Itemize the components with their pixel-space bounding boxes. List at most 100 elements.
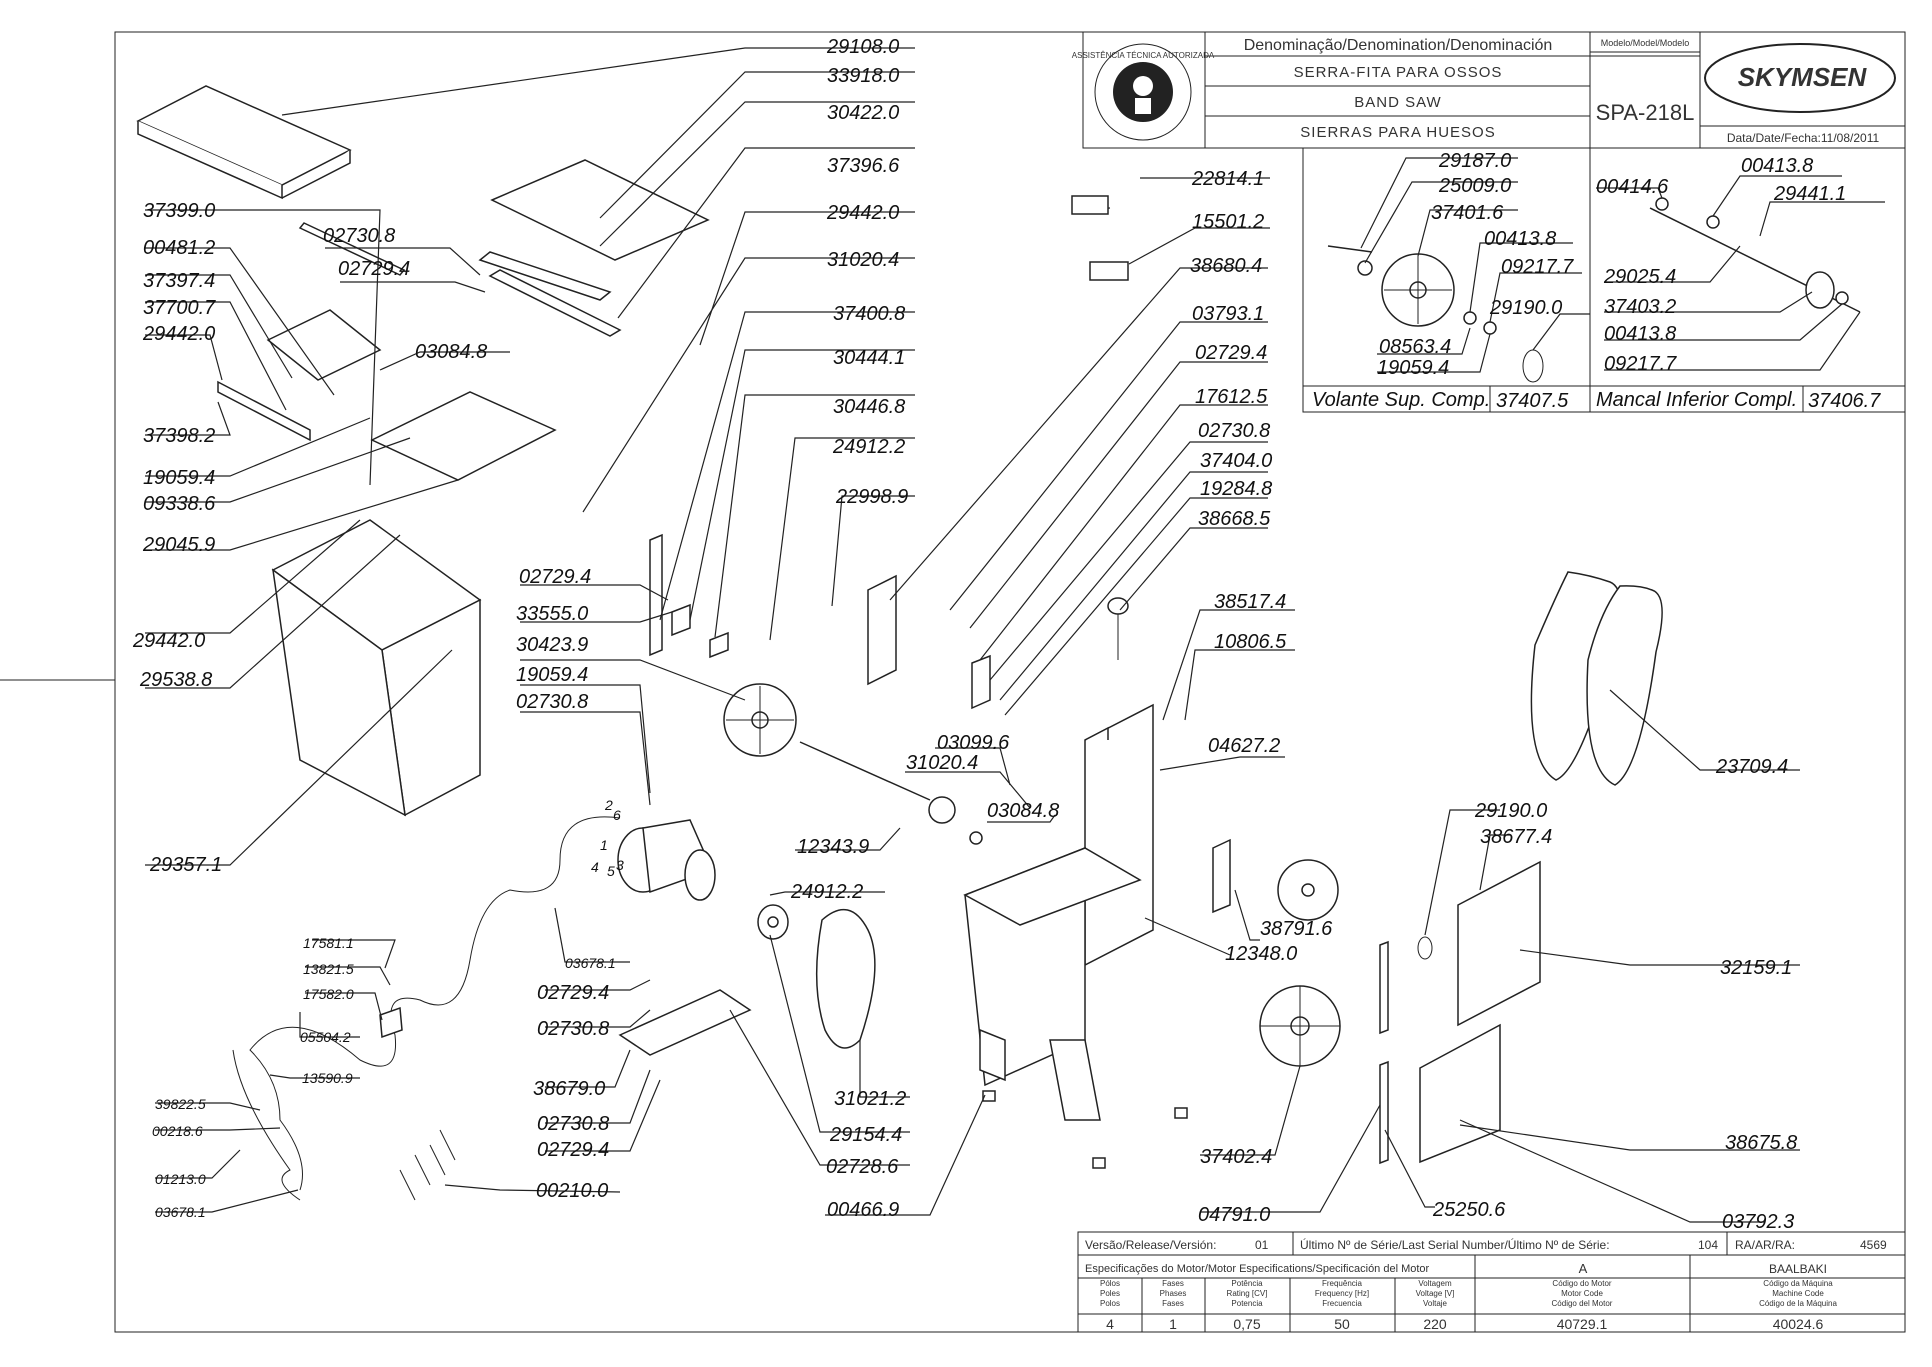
spec-header-1-h1: Fases [1162, 1279, 1184, 1288]
label-03792: 03792.3 [1722, 1211, 1794, 1233]
label-04627: 04627.2 [1208, 735, 1280, 757]
lower-29441: 29441.1 [1773, 183, 1846, 205]
label-33918: 33918.0 [827, 65, 899, 87]
version-label: Versão/Release/Versión: [1085, 1238, 1216, 1252]
upper-19059: 19059.4 [1377, 357, 1449, 379]
label-30444: 30444.1 [833, 347, 905, 369]
spec-header-5-h2: Motor Code [1561, 1289, 1603, 1298]
motor-spec-columns: PólosPolesPolos4FasesPhasesFases1Potênci… [1100, 1279, 1837, 1332]
label-05504: 05504.2 [300, 1029, 351, 1045]
label-02728: 02728.6 [826, 1156, 899, 1178]
name-en: BAND SAW [1354, 94, 1441, 111]
upper-09217: 09217.7 [1501, 256, 1574, 278]
label-38675: 38675.8 [1725, 1132, 1797, 1154]
ra-label: RA/AR/RA: [1735, 1238, 1795, 1252]
spec-header-6-h2: Machine Code [1772, 1289, 1824, 1298]
name-pt: SERRA-FITA PARA OSSOS [1294, 64, 1503, 81]
label-38668: 38668.5 [1198, 508, 1271, 530]
label-02729-d: 02729.4 [537, 982, 609, 1004]
label-02730-d: 02730.8 [537, 1018, 609, 1040]
label-02729-e: 02729.4 [537, 1139, 609, 1161]
label-33555: 33555.0 [516, 603, 588, 625]
spec-header-2-h3: Potencia [1231, 1299, 1263, 1308]
denomination-label: Denominação/Denomination/Denominación [1244, 37, 1553, 54]
ra-value: 4569 [1860, 1238, 1887, 1252]
wire-number-1: 1 [600, 837, 608, 853]
label-29108: 29108.0 [826, 36, 899, 58]
label-17612: 17612.5 [1195, 386, 1268, 408]
leader-lines [145, 47, 1800, 1223]
label-03084-a: 03084.8 [415, 341, 487, 363]
spec-header-4-h2: Voltage [V] [1416, 1289, 1455, 1298]
label-22998: 22998.9 [835, 486, 908, 508]
label-38791: 38791.6 [1260, 918, 1333, 940]
motor-letter: A [1579, 1261, 1588, 1276]
lower-00413-top: 00413.8 [1741, 155, 1813, 177]
spec-value-4: 220 [1423, 1316, 1447, 1332]
label-01213: 01213.0 [155, 1171, 206, 1187]
upper-00413: 00413.8 [1484, 228, 1556, 250]
label-38517: 38517.4 [1214, 591, 1286, 613]
label-37700: 37700.7 [143, 297, 216, 319]
label-25250: 25250.6 [1432, 1199, 1506, 1221]
drawing-date: Data/Date/Fecha:11/08/2011 [1727, 131, 1880, 145]
wire-number-4: 4 [591, 859, 599, 875]
part-number-labels: 29108.0 33918.0 30422.0 37396.6 29442.0 … [132, 36, 1797, 1233]
label-37398: 37398.2 [143, 425, 215, 447]
inset-upper-wheel: Volante Sup. Comp. 37407.5 29187.0 25009… [1302, 147, 1591, 413]
drawing-border [114, 31, 1906, 1333]
label-29190: 29190.0 [1474, 800, 1547, 822]
serial-value: 104 [1698, 1238, 1718, 1252]
label-02730-e: 02730.8 [537, 1113, 609, 1135]
label-24912-b: 24912.2 [790, 881, 863, 903]
label-12348: 12348.0 [1225, 943, 1297, 965]
spec-header-1-h3: Fases [1162, 1299, 1184, 1308]
label-32159: 32159.1 [1720, 957, 1792, 979]
brand-logo: SKYMSEN [1704, 43, 1896, 113]
motor-spec-label: Especificações do Motor/Motor Especifica… [1085, 1263, 1430, 1275]
wire-number-5: 5 [607, 863, 615, 879]
spec-header-1-h2: Phases [1160, 1289, 1187, 1298]
label-39822: 39822.5 [155, 1096, 206, 1112]
seal-text: ASSISTÊNCIA TÉCNICA AUTORIZADA [1072, 51, 1215, 60]
label-37400: 37400.8 [833, 303, 905, 325]
label-17582: 17582.0 [303, 986, 354, 1002]
lower-29025: 29025.4 [1603, 266, 1676, 288]
label-29154: 29154.4 [829, 1124, 902, 1146]
label-02730-c: 02730.8 [516, 691, 588, 713]
label-03084-b: 03084.8 [987, 800, 1059, 822]
label-29538: 29538.8 [139, 669, 212, 691]
version-value: 01 [1255, 1238, 1269, 1252]
label-00210: 00210.0 [536, 1180, 608, 1202]
spec-header-0-h3: Polos [1100, 1299, 1120, 1308]
lower-09217: 09217.7 [1604, 353, 1677, 375]
wire-number-2: 2 [604, 797, 613, 813]
label-03678-a: 03678.1 [565, 955, 616, 971]
spec-header-3-h3: Frecuencia [1322, 1299, 1362, 1308]
label-17581: 17581.1 [303, 935, 354, 951]
title-block: ASSISTÊNCIA TÉCNICA AUTORIZADA Denominaç… [1072, 31, 1906, 149]
label-03793: 03793.1 [1192, 303, 1264, 325]
wire-number-6: 6 [613, 807, 621, 823]
label-24912-a: 24912.2 [832, 436, 905, 458]
label-23709: 23709.4 [1715, 756, 1788, 778]
spec-value-3: 50 [1334, 1316, 1350, 1332]
spec-header-2-h1: Potência [1231, 1279, 1263, 1288]
label-02729-c: 02729.4 [519, 566, 591, 588]
label-37397: 37397.4 [143, 270, 215, 292]
lower-37403: 37403.2 [1604, 296, 1676, 318]
upper-29190: 29190.0 [1489, 297, 1562, 319]
spec-header-5-h3: Código del Motor [1552, 1299, 1613, 1308]
label-31020-b: 31020.4 [906, 752, 978, 774]
inset-lower-bearing: Mancal Inferior Compl. 37406.7 00414.6 0… [1589, 147, 1906, 413]
label-37402: 37402.4 [1200, 1146, 1272, 1168]
label-30423: 30423.9 [516, 634, 588, 656]
spec-header-4-h1: Voltagem [1418, 1279, 1452, 1288]
label-15501: 15501.2 [1192, 211, 1264, 233]
inset-lower-title: Mancal Inferior Compl. [1596, 389, 1797, 411]
spec-header-3-h1: Frequência [1322, 1279, 1363, 1288]
spec-header-0-h1: Pólos [1100, 1279, 1120, 1288]
spec-header-0-h2: Poles [1100, 1289, 1120, 1298]
label-29442-b: 29442.0 [142, 323, 215, 345]
